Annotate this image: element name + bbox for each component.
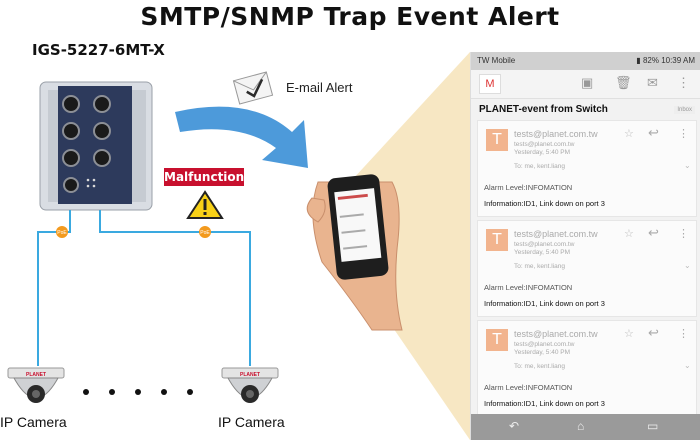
chevron-down-icon[interactable]: ⌄ — [684, 261, 691, 270]
envelope-icon — [232, 71, 274, 105]
reply-icon[interactable]: ↩ — [648, 125, 659, 140]
alarm-level: Alarm Level:INFOMATION — [484, 383, 573, 392]
poe-badge-label: PoE — [57, 230, 67, 236]
email-from: tests@planet.com.tw — [514, 329, 598, 339]
reply-icon[interactable]: ↩ — [648, 325, 659, 340]
alarm-information: Information:ID1, Link down on port 3 — [484, 299, 605, 308]
warning-icon — [186, 190, 224, 219]
email-from-detail: tests@planet.com.tw — [514, 241, 575, 248]
carrier-label: TW Mobile — [477, 56, 516, 65]
camera-brand-label: PLANET — [26, 372, 46, 378]
ip-camera-2 — [221, 367, 279, 403]
star-icon[interactable]: ☆ — [624, 128, 634, 140]
email-recipients: To: me, kent.liang — [514, 163, 565, 170]
email-from-detail: tests@planet.com.tw — [514, 341, 575, 348]
camera-label: IP Camera — [0, 414, 67, 430]
alarm-level: Alarm Level:INFOMATION — [484, 283, 573, 292]
more-icon[interactable]: ⋮ — [678, 328, 689, 340]
poe-badge-label: PoE — [200, 230, 210, 236]
delete-icon[interactable]: 🗑 — [615, 75, 632, 90]
alarm-information: Information:ID1, Link down on port 3 — [484, 399, 605, 408]
alert-arrow — [175, 106, 308, 168]
mail-toolbar: M ▣ 🗑 ✉ ⋮ — [471, 70, 700, 99]
chevron-down-icon[interactable]: ⌄ — [684, 161, 691, 170]
email-card[interactable]: T tests@planet.com.tw tests@planet.com.t… — [477, 120, 697, 217]
battery-level: 82% — [642, 56, 659, 65]
email-recipients: To: me, kent.liang — [514, 363, 565, 370]
network-cables — [37, 210, 251, 366]
industrial-switch — [39, 81, 153, 211]
android-nav-bar: ↶ ⌂ ▭ — [471, 414, 700, 440]
email-timestamp: Yesterday, 5:40 PM — [514, 149, 571, 156]
star-icon[interactable]: ☆ — [624, 328, 634, 340]
overflow-menu-icon[interactable]: ⋮ — [677, 75, 690, 90]
email-card[interactable]: T tests@planet.com.tw tests@planet.com.t… — [477, 220, 697, 317]
more-cameras-dots — [83, 389, 193, 395]
archive-icon[interactable]: ▣ — [581, 75, 594, 90]
email-subject: PLANET-event from Switch — [479, 104, 608, 115]
alarm-information: Information:ID1, Link down on port 3 — [484, 199, 605, 208]
more-icon[interactable]: ⋮ — [678, 228, 689, 240]
page-title: SMTP/SNMP Trap Event Alert — [140, 2, 560, 31]
status-bar: TW Mobile ▮ 82% 10:39 AM — [471, 52, 700, 70]
camera-brand-label: PLANET — [240, 372, 260, 378]
alarm-level: Alarm Level:INFOMATION — [484, 183, 573, 192]
email-recipients: To: me, kent.liang — [514, 263, 565, 270]
avatar: T — [486, 229, 508, 251]
gmail-icon[interactable]: M — [479, 74, 501, 94]
malfunction-badge: Malfunction — [164, 168, 245, 186]
battery-icon: ▮ — [636, 56, 641, 65]
hand-holding-phone — [306, 174, 403, 331]
inbox-tag[interactable]: Inbox — [674, 106, 695, 114]
email-timestamp: Yesterday, 5:40 PM — [514, 349, 571, 356]
email-alert-label: E-mail Alert — [286, 80, 353, 95]
avatar: T — [486, 329, 508, 351]
back-icon[interactable]: ↶ — [509, 419, 520, 433]
more-icon[interactable]: ⋮ — [678, 128, 689, 140]
phone-email-panel: TW Mobile ▮ 82% 10:39 AM M ▣ 🗑 ✉ ⋮ PLANE… — [470, 52, 700, 440]
avatar: T — [486, 129, 508, 151]
mark-unread-icon[interactable]: ✉ — [647, 75, 658, 90]
switch-model-label: IGS-5227-6MT-X — [32, 41, 165, 59]
phone-zoom-beam — [352, 52, 470, 440]
status-time: 10:39 AM — [661, 56, 695, 65]
poe-badge — [56, 226, 68, 238]
chevron-down-icon[interactable]: ⌄ — [684, 361, 691, 370]
email-from: tests@planet.com.tw — [514, 129, 598, 139]
ip-camera-1 — [7, 367, 65, 403]
email-card[interactable]: T tests@planet.com.tw tests@planet.com.t… — [477, 320, 697, 417]
email-timestamp: Yesterday, 5:40 PM — [514, 249, 571, 256]
star-icon[interactable]: ☆ — [624, 228, 634, 240]
camera-label: IP Camera — [218, 414, 285, 430]
email-from: tests@planet.com.tw — [514, 229, 598, 239]
home-icon[interactable]: ⌂ — [577, 419, 585, 433]
email-from-detail: tests@planet.com.tw — [514, 141, 575, 148]
recent-apps-icon[interactable]: ▭ — [647, 419, 659, 433]
reply-icon[interactable]: ↩ — [648, 225, 659, 240]
poe-badge — [199, 226, 211, 238]
